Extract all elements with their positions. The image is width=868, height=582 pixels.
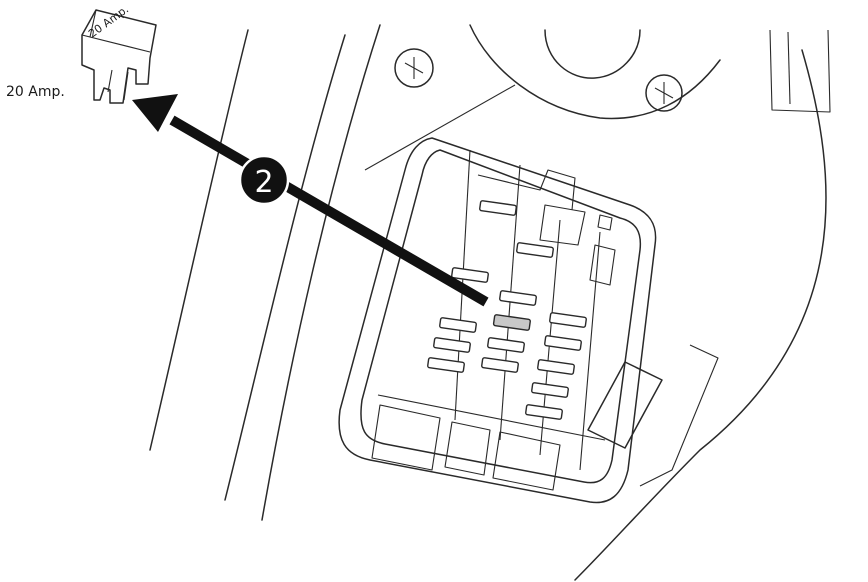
- side-tab-rail: [639, 344, 719, 487]
- step-number: 2: [254, 165, 273, 200]
- fuse-box-tab: [597, 214, 613, 231]
- side-tab-outer: [587, 361, 663, 449]
- fuse-body: [81, 9, 157, 104]
- fuse-slot: [481, 357, 519, 373]
- fuse-box-inner: [360, 149, 642, 484]
- fuse-box-connector-left: [371, 404, 441, 471]
- panel-outline: [149, 24, 831, 581]
- fuse-slot: [433, 337, 471, 353]
- fuse-box-outer: [338, 137, 657, 504]
- highlighted-fuse-slot: [492, 314, 531, 331]
- panel-upper-inner-curve: [544, 29, 641, 79]
- panel-edge-left: [149, 29, 249, 451]
- fuse-slot: [544, 335, 582, 351]
- fuse-slot: [531, 382, 569, 398]
- fuse-box-connector-rail: [377, 394, 606, 441]
- panel-bracket-line: [787, 31, 791, 105]
- fuse-blade-lines: [107, 69, 129, 101]
- fuse-slot-column-mid: [481, 242, 554, 373]
- fuse-icon: 20 Amp.: [81, 3, 157, 104]
- panel-bracket: [769, 29, 831, 113]
- fuse-slot: [487, 337, 525, 353]
- fuse-slot: [549, 312, 587, 328]
- panel-edge-inner: [261, 24, 381, 521]
- step-badge: 2: [238, 154, 290, 206]
- fuse-box-relay: [539, 204, 586, 246]
- fuse-slot: [499, 290, 537, 306]
- fuse-slot: [537, 359, 575, 375]
- fuse-slot: [451, 267, 489, 283]
- arrow-shaft: [169, 115, 489, 307]
- fuse-slot: [525, 404, 563, 420]
- arrow-head: [132, 94, 178, 132]
- removal-arrow: [132, 94, 489, 307]
- fuse-top-edge: [81, 34, 151, 53]
- screw-left: [394, 48, 434, 88]
- panel-crease: [364, 84, 516, 171]
- fuse-slot-column-right: [525, 312, 587, 420]
- panel-edge-mid: [224, 34, 346, 501]
- fuse-slot: [427, 357, 465, 373]
- fuse-rating-label: 20 Amp.: [6, 84, 65, 100]
- fuse-box-divider-4: [579, 231, 601, 471]
- fuse-box-top-bracket: [477, 169, 576, 211]
- fuse-slot: [516, 242, 554, 258]
- fuse-side-edge: [89, 9, 97, 38]
- fuse-slot-column-left: [427, 200, 517, 373]
- fuse-slot: [479, 200, 517, 216]
- screw-right: [645, 74, 683, 112]
- fuse-box-connector-mid: [444, 421, 491, 476]
- panel-upper-curve: [469, 24, 721, 120]
- side-tab: [587, 344, 719, 487]
- fuse-box-connector-right: [492, 431, 561, 491]
- fuse-box-small-relay: [589, 244, 616, 286]
- fuse-slot: [439, 317, 477, 333]
- step-badge-circle: [238, 154, 290, 206]
- panel-edge-right: [574, 49, 827, 581]
